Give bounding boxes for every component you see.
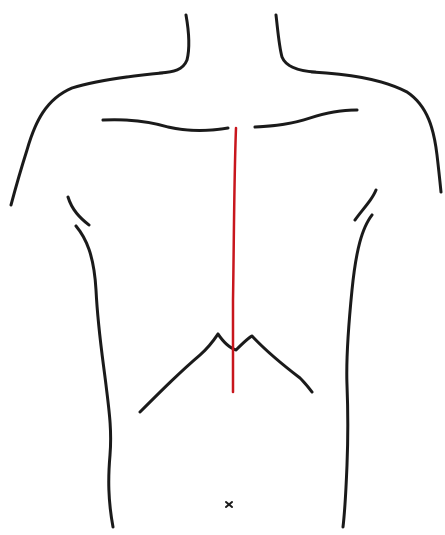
right-clavicle-line: [255, 110, 357, 127]
neck-left-line: [160, 15, 189, 73]
right-torso-side-line: [343, 190, 376, 527]
neck-right-line: [276, 15, 315, 72]
right-shoulder-line: [312, 72, 441, 192]
left-torso-side-line: [68, 197, 113, 527]
navel-mark: [226, 502, 232, 507]
sternotomy-incision-line: [233, 128, 236, 392]
torso-outline: [11, 15, 441, 527]
costal-margin-line: [140, 334, 312, 412]
left-shoulder-line: [11, 73, 162, 205]
left-clavicle-line: [103, 120, 228, 131]
